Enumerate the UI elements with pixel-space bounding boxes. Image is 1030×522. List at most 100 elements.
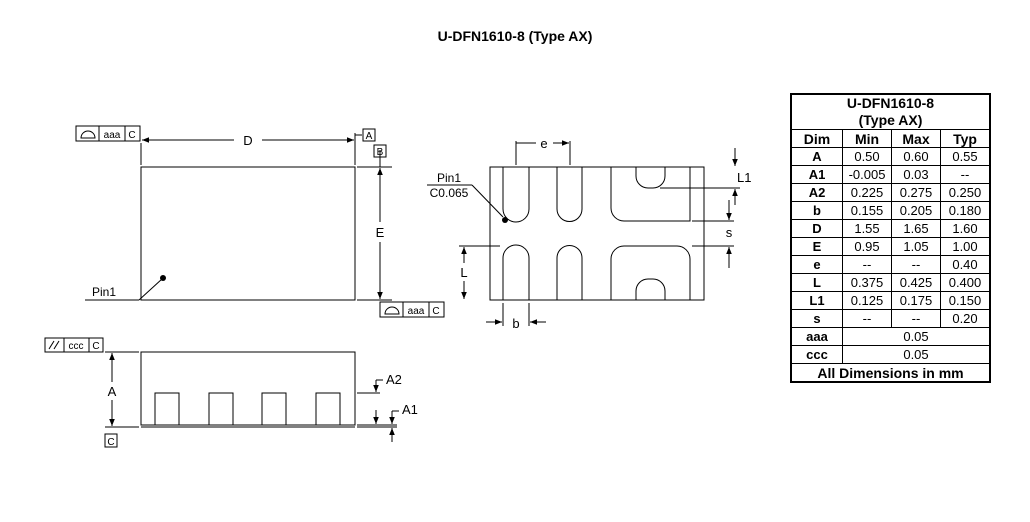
cell-max: --: [891, 255, 941, 274]
cell-dim: E: [790, 237, 843, 256]
table-row: s----0.20: [790, 309, 991, 328]
frame-bottom-tolerance: aaa: [408, 306, 425, 317]
datum-c-label: C: [107, 437, 114, 448]
table-footer-row: All Dimensions in mm: [790, 363, 991, 383]
cell-max: 0.03: [891, 165, 941, 184]
side-lead-3: [261, 392, 287, 426]
table-row: e----0.40: [790, 255, 991, 274]
cell-typ: 0.150: [940, 291, 991, 310]
dim-l-label: L: [460, 265, 467, 280]
table-header-row: Dim Min Max Typ: [790, 129, 991, 148]
frame-bottom-datum: C: [432, 306, 439, 317]
cell-typ: 1.00: [940, 237, 991, 256]
cell-dim: ccc: [790, 345, 843, 364]
top-view: [75, 125, 445, 318]
pin1-chamfer-label: C0.065: [430, 186, 469, 200]
bottom-view: [427, 140, 740, 326]
datum-a-box: [362, 128, 376, 142]
cell-max: 0.275: [891, 183, 941, 202]
cell-max: --: [891, 309, 941, 328]
dim-a1-label: A1: [402, 402, 418, 417]
cell-dim: aaa: [790, 327, 843, 346]
pad-6: [610, 245, 691, 301]
cell-max: 0.425: [891, 273, 941, 292]
cell-min: --: [842, 309, 892, 328]
tolerance-frame-side: [44, 337, 104, 353]
cell-dim: L: [790, 273, 843, 292]
dim-e-label: E: [376, 225, 385, 240]
cell-min: 0.95: [842, 237, 892, 256]
cell-typ: 0.20: [940, 309, 991, 328]
cell-max: 0.205: [891, 201, 941, 220]
dim-l1-label: L1: [737, 170, 751, 185]
page-title: U-DFN1610-8 (Type AX): [437, 28, 593, 44]
dim-s-label: s: [726, 225, 733, 240]
dim-a2-label: A2: [386, 372, 402, 387]
cell-min: 0.125: [842, 291, 892, 310]
cell-typ: 0.250: [940, 183, 991, 202]
cell-max: 1.05: [891, 237, 941, 256]
cell-min: -0.005: [842, 165, 892, 184]
cell-max: 1.65: [891, 219, 941, 238]
table-title: U-DFN1610-8 (Type AX): [790, 93, 991, 130]
cell-dim: e: [790, 255, 843, 274]
pad-1: [502, 166, 530, 223]
col-header: Min: [842, 129, 892, 148]
cell-min: 1.55: [842, 219, 892, 238]
table-title-line2: (Type AX): [858, 112, 923, 128]
cell-typ: 0.400: [940, 273, 991, 292]
pin1-label-bottom: Pin1: [437, 171, 461, 185]
table-title-line1: U-DFN1610-8: [846, 95, 935, 111]
dim-d-label: D: [243, 133, 252, 148]
cell-value: 0.05: [842, 327, 991, 346]
cell-value: 0.05: [842, 345, 991, 364]
cell-dim: L1: [790, 291, 843, 310]
cell-min: 0.50: [842, 147, 892, 166]
top-view-outline: [140, 166, 356, 301]
cell-dim: A2: [790, 183, 843, 202]
cell-min: 0.225: [842, 183, 892, 202]
cell-typ: 0.40: [940, 255, 991, 274]
cell-dim: D: [790, 219, 843, 238]
frame-top-datum: C: [128, 130, 135, 141]
datum-c-box: [104, 433, 118, 448]
pad-6-notch: [635, 278, 666, 300]
pin1-label-top: Pin1: [92, 285, 116, 299]
bottom-view-outline: [489, 166, 705, 301]
cell-min: 0.155: [842, 201, 892, 220]
datum-a-label: A: [366, 131, 373, 142]
cell-dim: b: [790, 201, 843, 220]
tolerance-frame-bottom: [379, 301, 445, 318]
cell-typ: 0.180: [940, 201, 991, 220]
table-footer: All Dimensions in mm: [790, 363, 991, 383]
cell-min: 0.375: [842, 273, 892, 292]
dim-b-label: b: [512, 316, 519, 331]
side-body: [140, 351, 356, 426]
datum-b-box: [373, 144, 387, 158]
cell-max: 0.60: [891, 147, 941, 166]
pad-7: [556, 245, 583, 301]
col-header: Max: [891, 129, 941, 148]
pin1-dot-bottom: [502, 217, 508, 223]
tolerance-frame-top: [75, 125, 141, 142]
cell-dim: A: [790, 147, 843, 166]
pad-8: [502, 244, 530, 301]
col-header: Typ: [940, 129, 991, 148]
dim-a-label: A: [108, 384, 117, 399]
cell-min: --: [842, 255, 892, 274]
side-lead-4: [315, 392, 341, 426]
datum-b-label: B: [377, 147, 384, 158]
cell-typ: 1.60: [940, 219, 991, 238]
cell-dim: A1: [790, 165, 843, 184]
pad-3-notch: [635, 167, 666, 189]
col-header: Dim: [790, 129, 843, 148]
